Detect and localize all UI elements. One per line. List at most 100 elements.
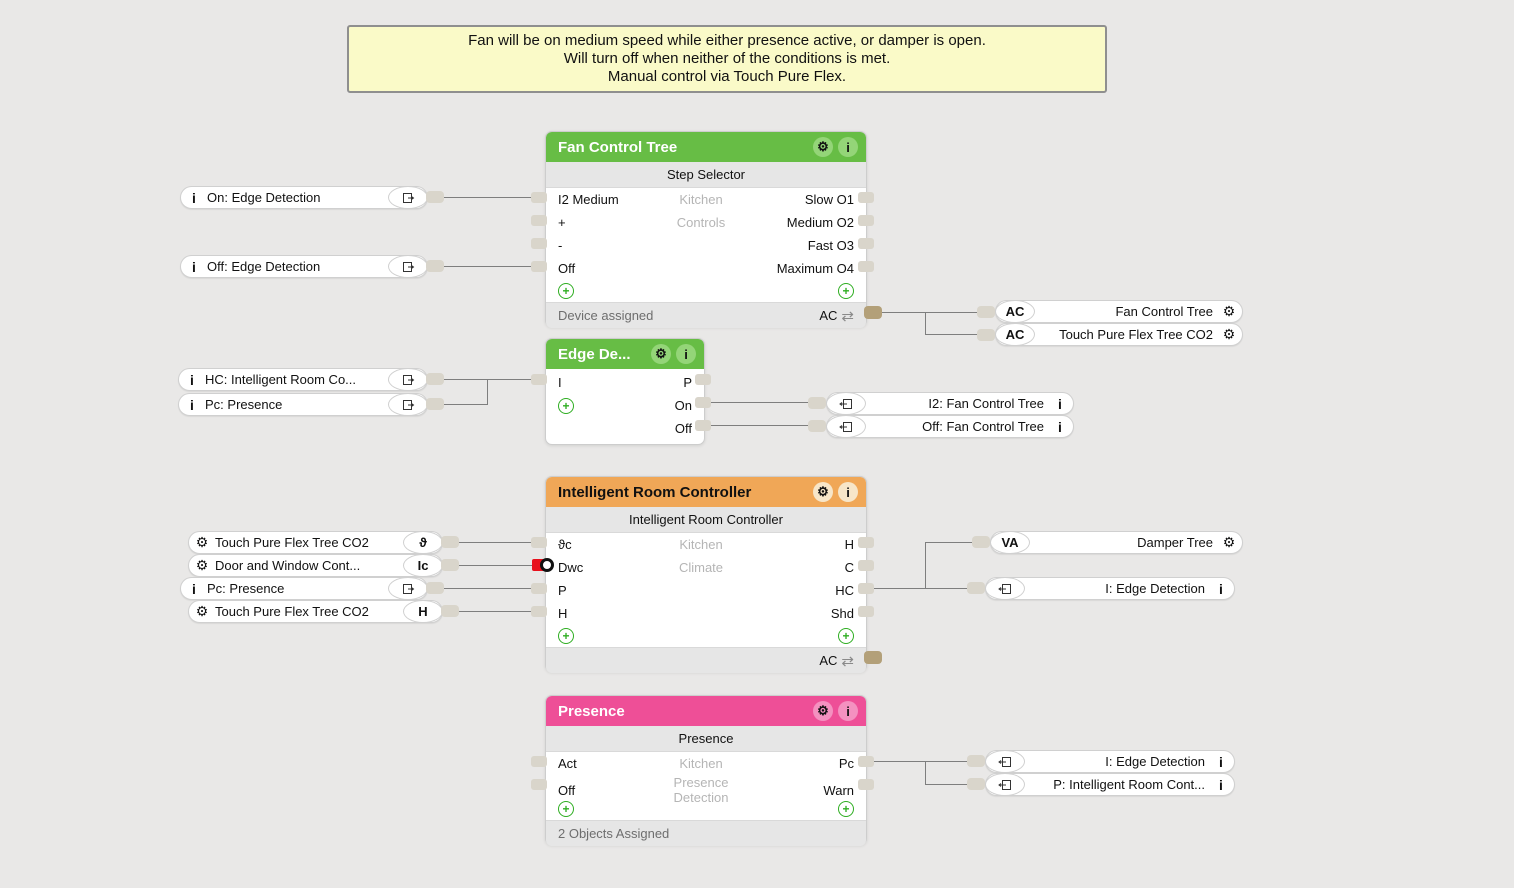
enter-icon[interactable] <box>388 577 428 600</box>
port-badge[interactable]: AC <box>995 300 1035 323</box>
output-port-label[interactable]: Medium O2 <box>786 215 854 230</box>
input-port-label[interactable]: H <box>558 606 568 621</box>
add-output-icon[interactable]: + <box>838 283 854 299</box>
output-port-label[interactable]: Off <box>674 421 692 436</box>
port-badge[interactable]: VA <box>990 531 1030 554</box>
gear-icon[interactable]: ⚙ <box>651 344 671 364</box>
exit-icon[interactable] <box>985 773 1025 796</box>
input-ref-pill-off-edge-detection[interactable]: i Off: Edge Detection <box>180 255 428 278</box>
gear-icon[interactable]: ⚙ <box>1222 303 1236 319</box>
input-port-label[interactable]: ϑc <box>558 537 572 552</box>
enter-icon[interactable] <box>388 393 428 416</box>
output-port-label[interactable]: Fast O3 <box>807 238 854 253</box>
device-pill-ac-fan-control-tree[interactable]: AC Fan Control Tree ⚙ <box>995 300 1243 323</box>
output-port-label[interactable]: Shd <box>830 606 854 621</box>
block-header[interactable]: Edge De... ⚙ i <box>546 339 704 369</box>
input-ref-pill-on-edge-detection[interactable]: i On: Edge Detection <box>180 186 428 209</box>
enter-icon[interactable] <box>388 255 428 278</box>
pill-stub[interactable] <box>977 306 995 318</box>
pill-stub[interactable] <box>426 398 444 410</box>
gear-icon[interactable]: ⚙ <box>1222 326 1236 342</box>
gear-icon[interactable]: ⚙ <box>813 482 833 502</box>
info-icon[interactable]: i <box>676 344 696 364</box>
input-ref-pill-pc-presence-2[interactable]: i Pc: Presence <box>180 577 428 600</box>
pill-stub[interactable] <box>441 536 459 548</box>
add-input-icon[interactable]: + <box>558 397 574 414</box>
exit-icon[interactable] <box>985 577 1025 600</box>
device-pill-touch-pure-flex-tree-co2-theta[interactable]: ⚙ Touch Pure Flex Tree CO2 ϑ <box>188 531 443 554</box>
gear-icon[interactable]: ⚙ <box>1222 534 1236 550</box>
wire[interactable] <box>925 312 982 335</box>
block-presence[interactable]: Presence ⚙ i Presence Act Kitchen Pc Off… <box>545 695 867 846</box>
block-header[interactable]: Presence ⚙ i <box>546 696 866 726</box>
output-port-label[interactable]: On <box>674 398 692 413</box>
input-port-label[interactable]: Off <box>558 782 576 798</box>
pill-stub[interactable] <box>977 329 995 341</box>
block-header[interactable]: Fan Control Tree ⚙ i <box>546 132 866 162</box>
wire[interactable] <box>440 379 488 405</box>
enter-icon[interactable] <box>388 186 428 209</box>
device-pill-ac-touch-pure-flex-tree-co2[interactable]: AC Touch Pure Flex Tree CO2 ⚙ <box>995 323 1243 346</box>
info-icon[interactable]: i <box>1219 753 1223 770</box>
pill-stub[interactable] <box>808 397 826 409</box>
pill-stub[interactable] <box>972 536 990 548</box>
pill-stub[interactable] <box>441 559 459 571</box>
port-badge[interactable]: Ic <box>403 554 443 577</box>
input-port-label[interactable]: Dwc <box>558 560 584 575</box>
input-port-label[interactable]: I <box>558 375 562 390</box>
gear-icon[interactable]: ⚙ <box>813 137 833 157</box>
info-icon[interactable]: i <box>838 701 858 721</box>
output-ref-pill-off-fan-control-tree[interactable]: Off: Fan Control Tree i <box>826 415 1074 438</box>
block-edge-detection[interactable]: Edge De... ⚙ i I P + On Off <box>545 338 705 445</box>
enter-icon[interactable] <box>388 368 428 391</box>
input-port-label[interactable]: + <box>558 215 566 230</box>
block-fan-control-tree[interactable]: Fan Control Tree ⚙ i Step Selector I2 Me… <box>545 131 867 328</box>
note-box[interactable]: Fan will be on medium speed while either… <box>347 25 1107 93</box>
output-port-label[interactable]: HC <box>835 583 854 598</box>
exit-icon[interactable] <box>985 750 1025 773</box>
pill-stub[interactable] <box>441 605 459 617</box>
info-icon[interactable]: i <box>1219 776 1223 793</box>
add-output-icon[interactable]: + <box>838 628 854 644</box>
ac-port-label[interactable]: AC <box>819 308 838 323</box>
output-port-label[interactable]: Pc <box>838 756 854 771</box>
output-port-label[interactable]: P <box>683 375 692 390</box>
block-intelligent-room-controller[interactable]: Intelligent Room Controller ⚙ i Intellig… <box>545 476 867 673</box>
output-port-label[interactable]: H <box>844 537 854 552</box>
info-icon[interactable]: i <box>1058 395 1062 412</box>
exit-icon[interactable] <box>826 415 866 438</box>
output-port-label[interactable]: C <box>844 560 854 575</box>
output-ref-pill-i-edge-detection[interactable]: I: Edge Detection i <box>985 577 1235 600</box>
info-icon[interactable]: i <box>1219 580 1223 597</box>
inverted-input-stub[interactable] <box>532 559 546 571</box>
pill-stub[interactable] <box>967 755 985 767</box>
pill-stub[interactable] <box>967 778 985 790</box>
output-port-label[interactable]: Slow O1 <box>804 192 854 207</box>
pill-stub[interactable] <box>426 582 444 594</box>
device-pill-touch-pure-flex-tree-co2-h[interactable]: ⚙ Touch Pure Flex Tree CO2 H <box>188 600 443 623</box>
input-ref-pill-hc-intelligent-room-controller[interactable]: i HC: Intelligent Room Co... <box>178 368 428 391</box>
add-input-icon[interactable]: + <box>558 801 574 817</box>
output-ref-pill-i2-fan-control-tree[interactable]: I2: Fan Control Tree i <box>826 392 1074 415</box>
ac-port-label[interactable]: AC <box>819 653 838 668</box>
device-pill-door-and-window-contact[interactable]: ⚙ Door and Window Cont... Ic <box>188 554 443 577</box>
port-badge[interactable]: AC <box>995 323 1035 346</box>
pill-stub[interactable] <box>426 191 444 203</box>
gear-icon[interactable]: ⚙ <box>813 701 833 721</box>
pill-stub[interactable] <box>426 260 444 272</box>
pill-stub[interactable] <box>967 582 985 594</box>
output-port-label[interactable]: Warn <box>823 782 854 798</box>
add-output-icon[interactable]: + <box>838 801 854 817</box>
add-input-icon[interactable]: + <box>558 628 574 644</box>
exit-icon[interactable] <box>826 392 866 415</box>
add-input-icon[interactable]: + <box>558 283 574 299</box>
input-ref-pill-pc-presence[interactable]: i Pc: Presence <box>178 393 428 416</box>
pill-stub[interactable] <box>426 373 444 385</box>
input-port-label[interactable]: - <box>558 238 563 253</box>
output-port-label[interactable]: Maximum O4 <box>776 261 854 276</box>
info-icon[interactable]: i <box>1058 418 1062 435</box>
device-pill-va-damper-tree[interactable]: VA Damper Tree ⚙ <box>990 531 1243 554</box>
info-icon[interactable]: i <box>838 482 858 502</box>
block-header[interactable]: Intelligent Room Controller ⚙ i <box>546 477 866 507</box>
input-port-label[interactable]: I2 Medium <box>558 192 619 207</box>
